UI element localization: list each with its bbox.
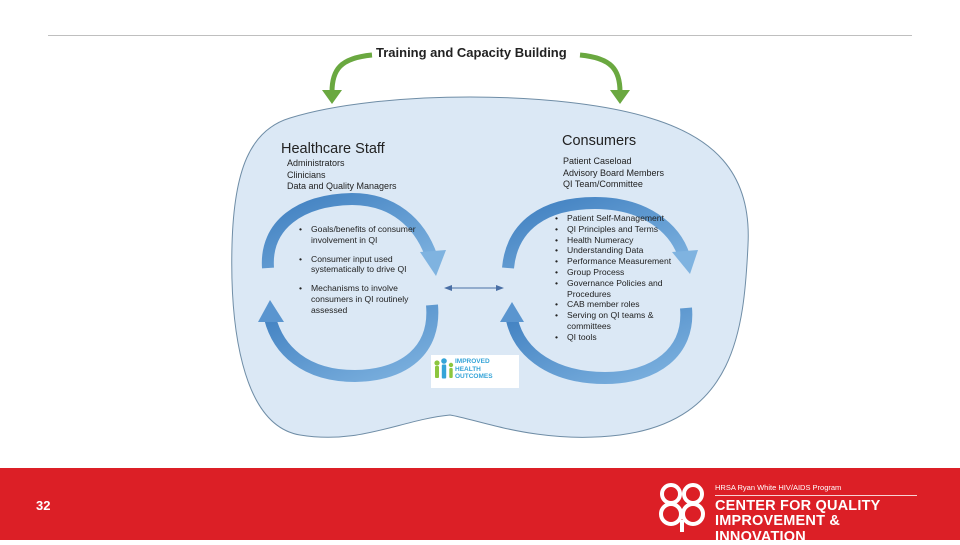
list-item: Governance Policies and Procedures bbox=[554, 278, 678, 300]
list-item: Serving on QI teams & committees bbox=[554, 310, 678, 332]
list-item: Understanding Data bbox=[554, 245, 678, 256]
staff-role: Administrators bbox=[287, 158, 345, 168]
right-cycle-top-arrowhead bbox=[672, 250, 698, 274]
logo-word: IMPROVED bbox=[455, 358, 490, 365]
right-cycle-bottom-arc bbox=[506, 307, 693, 385]
list-item: QI Principles and Terms bbox=[554, 224, 678, 235]
list-item: Mechanisms to involve consumers in QI ro… bbox=[298, 283, 418, 315]
diagram-title: Training and Capacity Building bbox=[376, 45, 567, 60]
brand-divider bbox=[715, 495, 917, 496]
list-item: Patient Self-Management bbox=[554, 213, 678, 224]
connector-left-head bbox=[444, 285, 452, 291]
staff-role: Data and Quality Managers bbox=[287, 181, 397, 191]
logo-text: IMPROVED HEALTH OUTCOMES bbox=[455, 358, 493, 381]
healthcare-staff-roles: Administrators Clinicians Data and Quali… bbox=[287, 158, 397, 193]
left-feedback-arrowhead bbox=[322, 90, 342, 104]
consumers-roles: Patient Caseload Advisory Board Members … bbox=[563, 156, 664, 191]
diagram-graphics bbox=[231, 52, 749, 438]
consumer-role: Advisory Board Members bbox=[563, 167, 665, 178]
page-number: 32 bbox=[36, 498, 51, 513]
consumers-heading: Consumers bbox=[562, 133, 637, 149]
logo-word: HEALTH bbox=[455, 365, 481, 373]
list-item: Consumer input used systematically to dr… bbox=[298, 254, 418, 276]
logo-word: OUTCOMES bbox=[455, 373, 493, 380]
diagram: Training and Capacity Building Healthcar… bbox=[0, 0, 960, 470]
diagram-blob-background bbox=[231, 96, 749, 438]
cqii-logo: HRSA Ryan White HIV/AIDS Program CENTER … bbox=[655, 476, 920, 545]
healthcare-staff-heading: Healthcare Staff bbox=[281, 141, 385, 157]
list-item: Group Process bbox=[554, 267, 678, 278]
right-cycle-bottom-arrowhead bbox=[500, 302, 524, 322]
staff-role: Clinicians bbox=[287, 169, 326, 180]
list-item: CAB member roles bbox=[554, 299, 678, 310]
brand-name-line1: CENTER FOR QUALITY bbox=[715, 498, 881, 514]
footer-bar: 32 HRSA Ryan White HIV/AIDS Program CENT… bbox=[0, 468, 960, 545]
cqii-emblem-icon bbox=[659, 483, 705, 532]
left-cycle-bottom-arrowhead bbox=[258, 300, 284, 322]
top-divider bbox=[48, 35, 912, 36]
improved-health-outcomes-logo: IMPROVED HEALTH OUTCOMES bbox=[431, 355, 519, 388]
consumer-role: Patient Caseload bbox=[563, 156, 632, 166]
brand-subtitle: HRSA Ryan White HIV/AIDS Program bbox=[715, 483, 842, 492]
connector-right-head bbox=[496, 285, 504, 291]
left-feedback-arrow bbox=[329, 52, 373, 93]
family-icon bbox=[434, 358, 454, 379]
list-item: Performance Measurement bbox=[554, 256, 678, 267]
list-item: Health Numeracy bbox=[554, 235, 678, 246]
right-feedback-arrowhead bbox=[610, 90, 630, 104]
healthcare-staff-bullet-list: Goals/benefits of consumer involvement i… bbox=[298, 224, 418, 324]
consumers-bullet-list: Patient Self-Management QI Principles an… bbox=[554, 213, 678, 343]
brand-name-line2: IMPROVEMENT & INNOVATION bbox=[715, 513, 841, 545]
list-item: QI tools bbox=[554, 332, 678, 343]
consumer-role: QI Team/Committee bbox=[563, 179, 643, 189]
list-item: Goals/benefits of consumer involvement i… bbox=[298, 224, 418, 246]
left-cycle-top-arrowhead bbox=[420, 250, 446, 276]
right-feedback-arrow bbox=[579, 52, 623, 93]
left-cycle-bottom-arc bbox=[264, 304, 439, 383]
